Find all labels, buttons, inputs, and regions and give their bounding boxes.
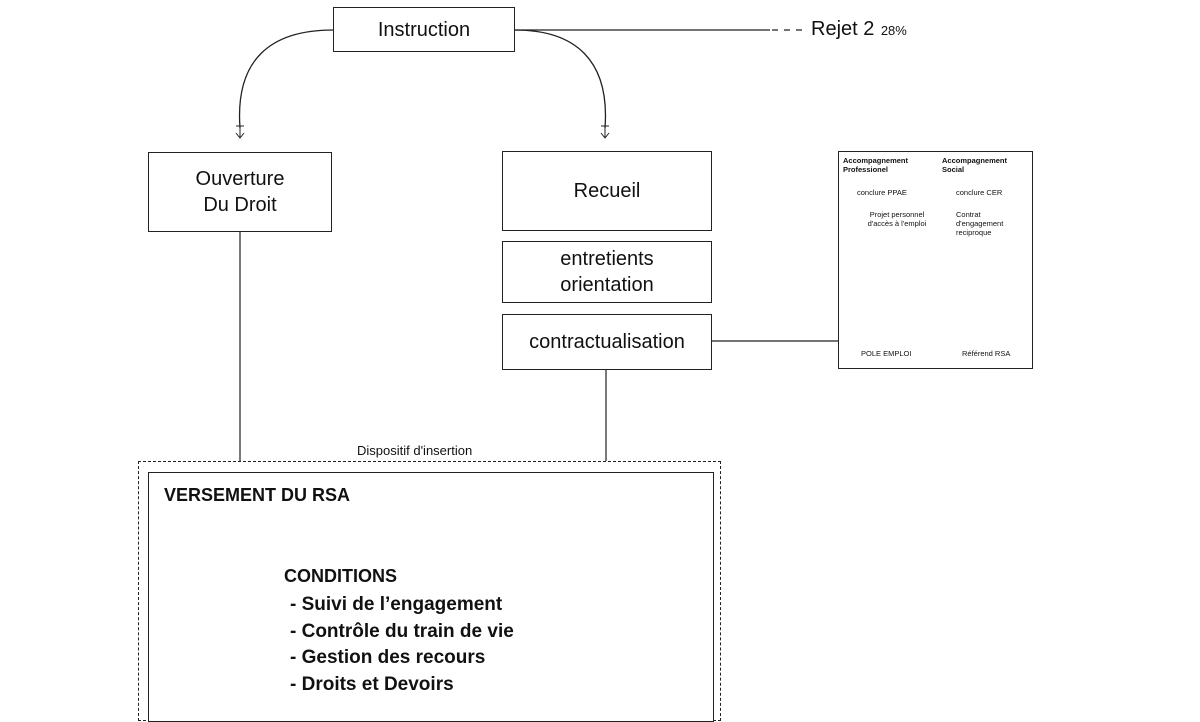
versement-title: VERSEMENT DU RSA: [164, 485, 351, 505]
recueil-label: Recueil: [573, 180, 641, 202]
accompagnement-social: Accompagnement Social conclure CER Contr…: [942, 152, 1030, 368]
acc-social-title: Accompagnement Social: [942, 156, 1007, 174]
recueil-box: Recueil: [502, 151, 712, 231]
arrow-marker-left: [235, 125, 245, 139]
dispositif-label: Dispositif d'insertion: [357, 443, 473, 458]
rejet-text: Rejet 2: [811, 18, 875, 40]
conditions-title: CONDITIONS: [284, 566, 398, 586]
rejet-percent: 28%: [880, 23, 907, 38]
ouverture-line2: Du Droit: [203, 194, 277, 216]
contractualisation-label: contractualisation: [529, 331, 685, 353]
acc-social-item2: Contrat d'engagement reciproque: [956, 210, 1026, 237]
acc-pro-item1: conclure PPAE: [857, 188, 907, 197]
acc-social-item2-line3: reciproque: [956, 228, 992, 237]
acc-social-footer: Référend RSA: [962, 349, 1011, 358]
acc-pro-item2: Projet personnel d'accès à l'emploi: [855, 210, 939, 228]
acc-pro-title-line1: Accompagnement: [843, 156, 909, 165]
ouverture-box: Ouverture Du Droit: [148, 152, 332, 232]
ouverture-line1: Ouverture: [195, 168, 285, 190]
accompagnement-box: Accompagnement Professionel conclure PPA…: [838, 151, 1033, 369]
acc-pro-title: Accompagnement Professionel: [843, 156, 908, 174]
acc-social-item1: conclure CER: [956, 188, 1003, 197]
acc-social-title-line1: Accompagnement: [942, 156, 1008, 165]
condition-item: - Suivi de l’engagement: [290, 594, 503, 615]
acc-social-item2-line2: d'engagement: [956, 219, 1004, 228]
rejet-label: Rejet 2 28%: [811, 18, 907, 41]
entretiens-line2: orientation: [560, 274, 654, 296]
condition-item: - Gestion des recours: [290, 647, 486, 668]
condition-item: - Droits et Devoirs: [290, 673, 454, 695]
accompagnement-professionnel: Accompagnement Professionel conclure PPA…: [843, 152, 933, 368]
acc-social-item2-line1: Contrat: [956, 210, 981, 219]
entretiens-line1: entretients: [560, 248, 654, 270]
conditions-list: - Suivi de l’engagement - Contrôle du tr…: [290, 592, 514, 698]
acc-pro-footer: POLE EMPLOI: [861, 349, 912, 358]
arc-to-ouverture: [238, 29, 334, 129]
entretiens-box: entretients orientation: [502, 241, 712, 303]
contractualisation-box: contractualisation: [502, 314, 712, 370]
arrow-marker-right: [600, 125, 610, 139]
versement-box: VERSEMENT DU RSA CONDITIONS - Suivi de l…: [148, 472, 714, 722]
instruction-box: Instruction: [333, 7, 515, 52]
acc-social-title-line2: Social: [942, 165, 965, 174]
condition-item: - Contrôle du train de vie: [290, 620, 514, 642]
arc-to-recueil: [514, 29, 607, 129]
acc-pro-item2-line2: d'accès à l'emploi: [867, 219, 927, 228]
instruction-label: Instruction: [377, 18, 471, 41]
acc-pro-title-line2: Professionel: [843, 165, 889, 174]
acc-pro-item2-line1: Projet personnel: [869, 210, 925, 219]
